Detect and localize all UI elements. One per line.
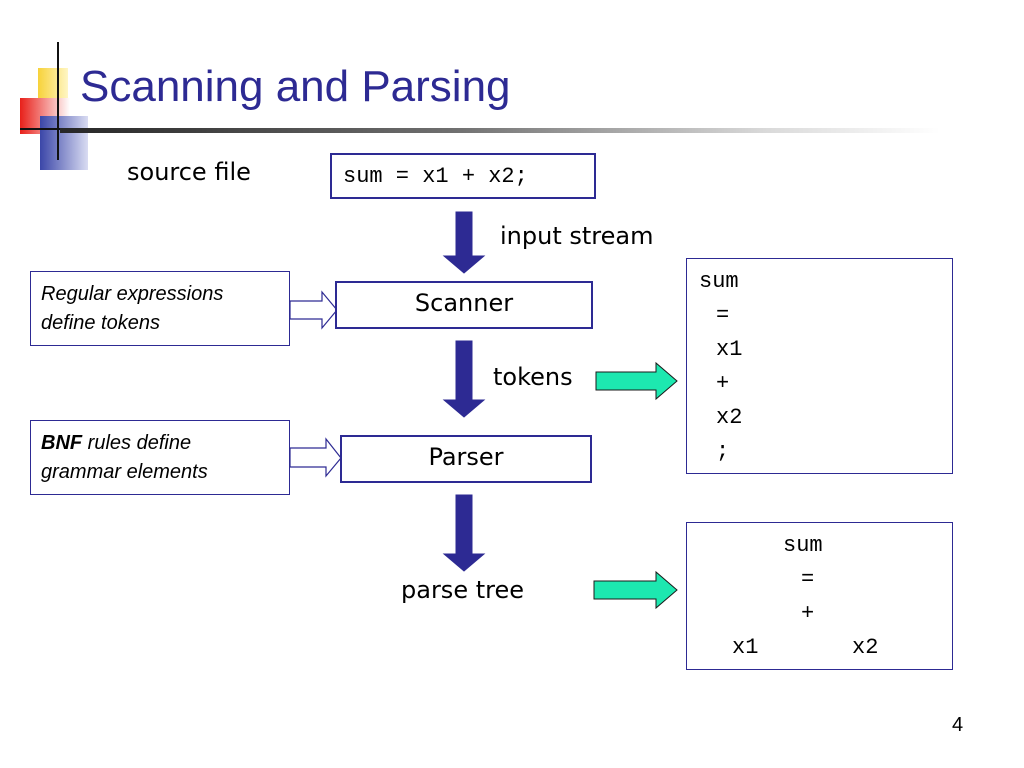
right-arrow-icon <box>595 361 678 401</box>
logo-blue-square <box>40 116 88 170</box>
down-arrow-icon <box>442 494 486 572</box>
token-item: sum <box>699 269 739 294</box>
parser-box: Parser <box>340 435 592 483</box>
title-underline <box>60 128 940 133</box>
bnf-note-rest: rules define <box>82 432 192 454</box>
scanner-box: Scanner <box>335 281 593 329</box>
tree-node-root: sum <box>783 533 823 558</box>
tree-node-op: = <box>801 567 815 592</box>
bnf-note-bold: BNF <box>41 432 83 454</box>
source-code-box: sum = x1 + x2; <box>330 153 596 199</box>
tokens-label: tokens <box>493 363 573 391</box>
logo-horizontal-line <box>20 128 82 130</box>
right-arrow-icon <box>593 570 678 610</box>
token-item: x1 <box>716 337 743 362</box>
slide-title: Scanning and Parsing <box>80 62 511 111</box>
token-item: ; <box>716 439 730 464</box>
token-item: = <box>716 303 730 328</box>
bnf-note: BNF rules define grammar elements <box>30 420 290 495</box>
regex-note: Regular expressions define tokens <box>30 271 290 346</box>
source-code-text: sum = x1 + x2; <box>343 163 528 189</box>
tree-node-right: x2 <box>852 635 879 660</box>
parser-label: Parser <box>428 443 504 471</box>
scanner-label: Scanner <box>414 289 514 317</box>
parse-tree-label: parse tree <box>401 576 524 604</box>
down-arrow-icon <box>442 340 486 418</box>
hollow-right-arrow-icon <box>289 290 338 330</box>
token-item: + <box>716 371 730 396</box>
page-number: 4 <box>952 714 964 736</box>
regex-note-line1: Regular expressions <box>41 283 224 305</box>
source-file-label: source file <box>127 158 251 186</box>
logo-vertical-line <box>57 42 59 160</box>
tree-node-left: x1 <box>732 635 759 660</box>
tree-node-child-op: + <box>801 601 815 626</box>
input-stream-label: input stream <box>500 222 654 250</box>
down-arrow-icon <box>442 211 486 274</box>
hollow-right-arrow-icon <box>289 437 342 478</box>
regex-note-line2: define tokens <box>41 312 160 334</box>
token-list-panel: sum = x1 + x2 ; <box>686 258 953 474</box>
parse-tree-panel: sum = + x1 x2 <box>686 522 953 670</box>
token-item: x2 <box>716 405 743 430</box>
bnf-note-line2: grammar elements <box>41 461 208 483</box>
